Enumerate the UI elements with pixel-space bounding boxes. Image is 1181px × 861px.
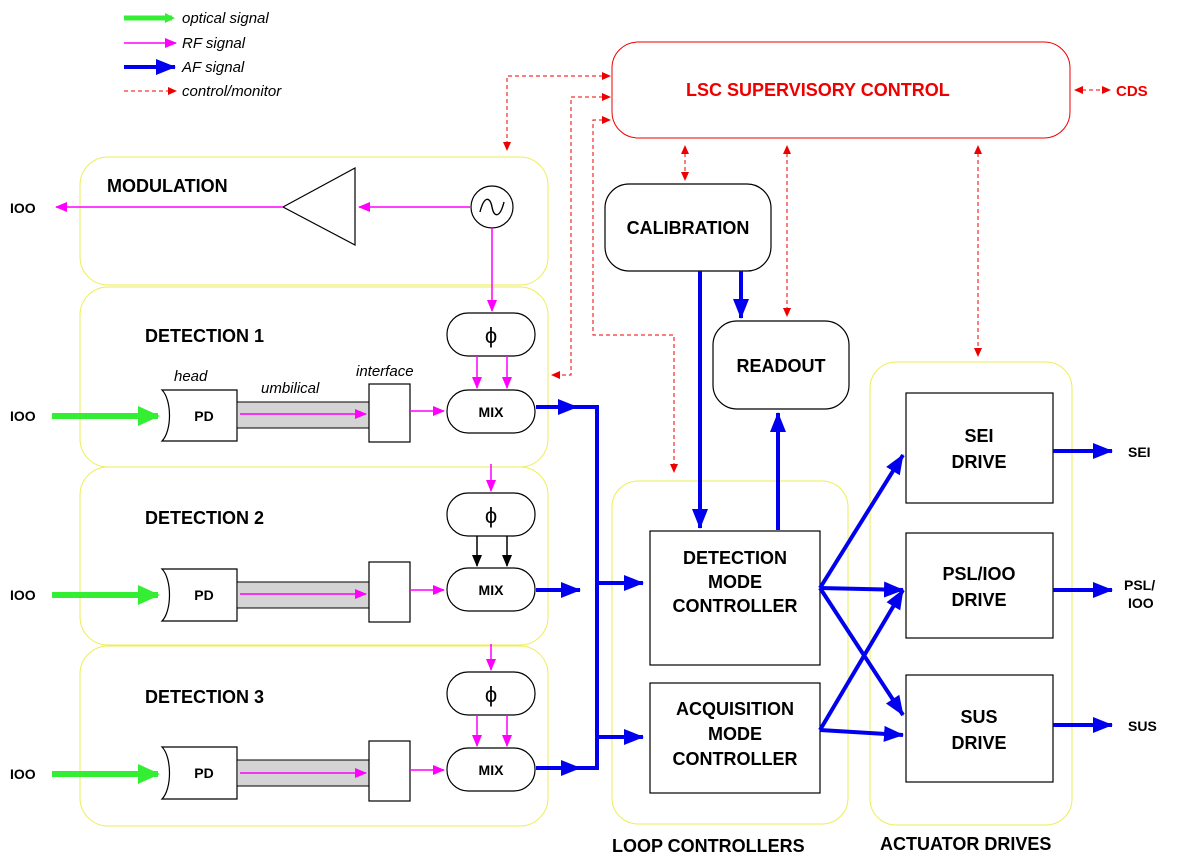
pd-3-label: PD <box>194 765 213 781</box>
legend-af-label: AF signal <box>181 59 245 76</box>
legend-rf-label: RF signal <box>182 35 246 52</box>
psl-output-label-1: PSL/ <box>1124 577 1155 593</box>
detection-1: DETECTION 1 head umbilical interface ϕ M… <box>10 312 536 443</box>
umbilical-cable-1 <box>236 401 370 429</box>
phase-shifter-3-label: ϕ <box>485 682 497 707</box>
head-label: head <box>174 368 208 385</box>
detection-2-title: DETECTION 2 <box>145 508 264 528</box>
phase-shifter-2 <box>446 492 536 537</box>
sei-drive-line-1: SEI <box>964 426 993 446</box>
interface-box-2 <box>368 561 411 623</box>
detection-controller-line-2: MODE <box>708 572 762 592</box>
umbilical-cable-2 <box>236 581 370 609</box>
detection-mode-controller-box <box>649 530 821 666</box>
psl-drive-box <box>905 532 1054 639</box>
legend-optical-label: optical signal <box>182 10 269 27</box>
mixer-2-label: MIX <box>479 582 505 598</box>
psl-drive-line-1: PSL/IOO <box>942 564 1015 584</box>
phase-shifter-1-label: ϕ <box>485 323 497 348</box>
sei-drive-line-2: DRIVE <box>951 452 1006 472</box>
photodetector-1 <box>160 389 238 442</box>
mixer-3-label: MIX <box>479 762 505 778</box>
interface-box-1 <box>368 383 411 443</box>
pd-1-label: PD <box>194 408 213 424</box>
photodetector-2 <box>160 568 238 622</box>
photodetector-3 <box>160 746 238 800</box>
pd-2-label: PD <box>194 587 213 603</box>
phase-shifter-3 <box>446 671 536 716</box>
sus-drive-line-2: DRIVE <box>951 733 1006 753</box>
acquisition-controller-line-3: CONTROLLER <box>673 749 798 769</box>
acquisition-controller-line-2: MODE <box>708 724 762 744</box>
acquisition-controller-line-1: ACQUISITION <box>676 699 794 719</box>
supervisory-control-box <box>611 41 1071 139</box>
sus-drive-line-1: SUS <box>960 707 997 727</box>
detection-3-title: DETECTION 3 <box>145 687 264 707</box>
calibration-box <box>604 183 772 272</box>
mixer-1 <box>446 389 536 434</box>
phase-shifter-2-label: ϕ <box>485 503 497 528</box>
af-controller-links <box>692 271 786 530</box>
phase-shifter-1 <box>446 312 536 357</box>
detection-1-ioo-label: IOO <box>10 408 36 424</box>
umbilical-label: umbilical <box>261 380 320 397</box>
mixer-1-label: MIX <box>479 404 505 420</box>
loop-controllers-label: LOOP CONTROLLERS <box>612 836 805 856</box>
readout-box <box>712 320 850 410</box>
interface-label: interface <box>356 363 414 380</box>
sus-drive-box <box>905 674 1054 783</box>
supervisory-control-title: LSC SUPERVISORY CONTROL <box>686 80 950 100</box>
drive-outputs <box>1053 443 1113 733</box>
sei-drive-box <box>905 392 1054 504</box>
detection-controller-line-1: DETECTION <box>683 548 787 568</box>
detection-2: DETECTION 2 ϕ MIX PD IOO <box>10 464 536 623</box>
amplifier-triangle <box>281 166 356 246</box>
sine-wave-icon <box>479 198 505 216</box>
psl-drive-line-2: DRIVE <box>951 590 1006 610</box>
detection-1-title: DETECTION 1 <box>145 326 264 346</box>
psl-output-label-2: IOO <box>1128 595 1154 611</box>
detection-2-ioo-label: IOO <box>10 587 36 603</box>
drive-links <box>818 453 905 742</box>
sei-output-label: SEI <box>1128 444 1151 460</box>
control-links <box>503 72 982 473</box>
af-bus <box>536 399 644 776</box>
detection-3-ioo-label: IOO <box>10 766 36 782</box>
detection-controller-line-3: CONTROLLER <box>673 596 798 616</box>
modulation-ioo-label: IOO <box>10 200 36 216</box>
acquisition-mode-controller-box <box>649 682 821 794</box>
mixer-2 <box>446 567 536 612</box>
sus-output-label: SUS <box>1128 718 1157 734</box>
actuator-drives-label: ACTUATOR DRIVES <box>880 834 1051 854</box>
legend: optical signal RF signal AF signal contr… <box>124 10 282 100</box>
interface-box-3 <box>368 740 411 802</box>
mixer-3 <box>446 747 536 792</box>
readout-label: READOUT <box>737 356 826 376</box>
cds-label: CDS <box>1116 83 1148 100</box>
detection-3: DETECTION 3 ϕ MIX PD IOO <box>10 644 536 802</box>
modulation-title: MODULATION <box>107 176 228 196</box>
legend-control-label: control/monitor <box>182 83 282 100</box>
calibration-label: CALIBRATION <box>627 218 750 238</box>
